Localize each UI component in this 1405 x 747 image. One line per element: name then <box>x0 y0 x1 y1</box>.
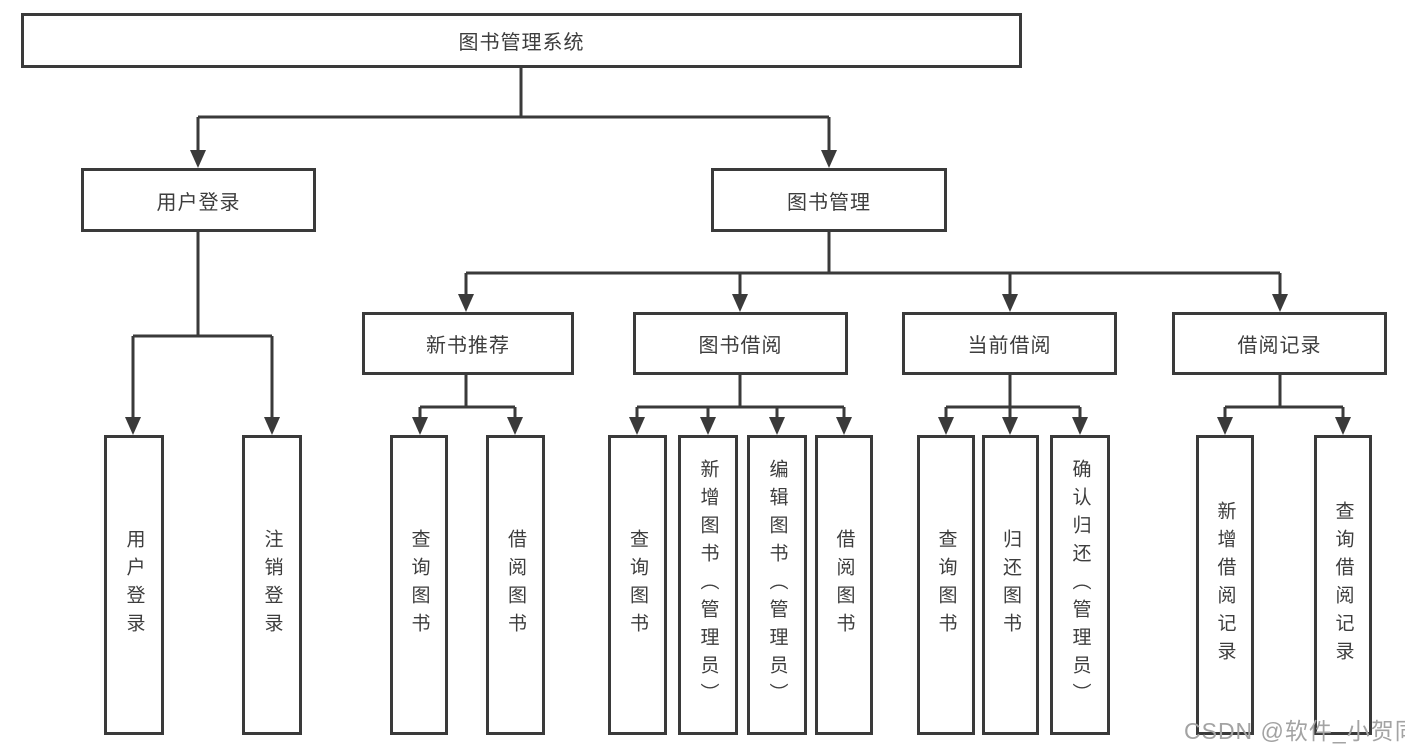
leaf-cb-confirm-return: 确认归还（管理员） <box>1050 435 1110 735</box>
leaf-bb-query-books: 查询图书 <box>608 435 667 735</box>
leaf-cb-return-books: 归还图书 <box>982 435 1039 735</box>
leaf-bb-edit-books: 编辑图书（管理员） <box>747 435 807 735</box>
node-user-login: 用户登录 <box>81 168 316 232</box>
leaf-bb-add-books: 新增图书（管理员） <box>678 435 738 735</box>
leaf-bb-borrow-books: 借阅图书 <box>815 435 873 735</box>
node-borrowing-records: 借阅记录 <box>1172 312 1387 375</box>
node-book-borrowing-label: 图书借阅 <box>698 335 783 357</box>
leaf-user-login-label: 用户登录 <box>123 529 145 641</box>
leaf-rec-borrow-books-label: 借阅图书 <box>505 529 526 641</box>
leaf-user-login: 用户登录 <box>104 435 164 735</box>
leaf-rec-borrow-books: 借阅图书 <box>486 435 545 735</box>
leaf-br-query-record: 查询借阅记录 <box>1314 435 1372 735</box>
leaf-bb-query-books-label: 查询图书 <box>627 529 648 641</box>
leaf-br-query-record-label: 查询借阅记录 <box>1332 501 1354 669</box>
node-book-borrowing: 图书借阅 <box>633 312 848 375</box>
leaf-logout: 注销登录 <box>242 435 302 735</box>
leaf-logout-label: 注销登录 <box>261 529 283 641</box>
node-current-borrowing-label: 当前借阅 <box>967 335 1052 357</box>
leaf-bb-borrow-books-label: 借阅图书 <box>833 529 855 641</box>
node-new-book-recommend-label: 新书推荐 <box>426 335 510 357</box>
leaf-bb-add-books-label: 新增图书（管理员） <box>697 459 719 711</box>
node-root: 图书管理系统 <box>21 13 1022 68</box>
node-new-book-recommend: 新书推荐 <box>362 312 574 375</box>
leaf-rec-query-books-label: 查询图书 <box>408 529 430 641</box>
node-user-login-label: 用户登录 <box>156 191 241 214</box>
node-current-borrowing: 当前借阅 <box>902 312 1117 375</box>
leaf-cb-confirm-return-label: 确认归还（管理员） <box>1069 459 1091 711</box>
node-book-management-label: 图书管理 <box>787 191 871 214</box>
arrowheads <box>125 150 1351 435</box>
csdn-watermark: CSDN @软件_小贺同学 <box>1184 718 1405 744</box>
node-borrowing-records-label: 借阅记录 <box>1237 335 1322 357</box>
leaf-cb-return-books-label: 归还图书 <box>1000 529 1021 641</box>
node-root-label: 图书管理系统 <box>458 32 585 54</box>
leaf-br-add-record: 新增借阅记录 <box>1196 435 1254 735</box>
leaf-cb-query-books: 查询图书 <box>917 435 975 735</box>
leaf-rec-query-books: 查询图书 <box>390 435 448 735</box>
node-book-management: 图书管理 <box>711 168 947 232</box>
leaf-cb-query-books-label: 查询图书 <box>935 529 957 641</box>
leaf-br-add-record-label: 新增借阅记录 <box>1214 501 1236 669</box>
leaf-bb-edit-books-label: 编辑图书（管理员） <box>766 459 788 711</box>
